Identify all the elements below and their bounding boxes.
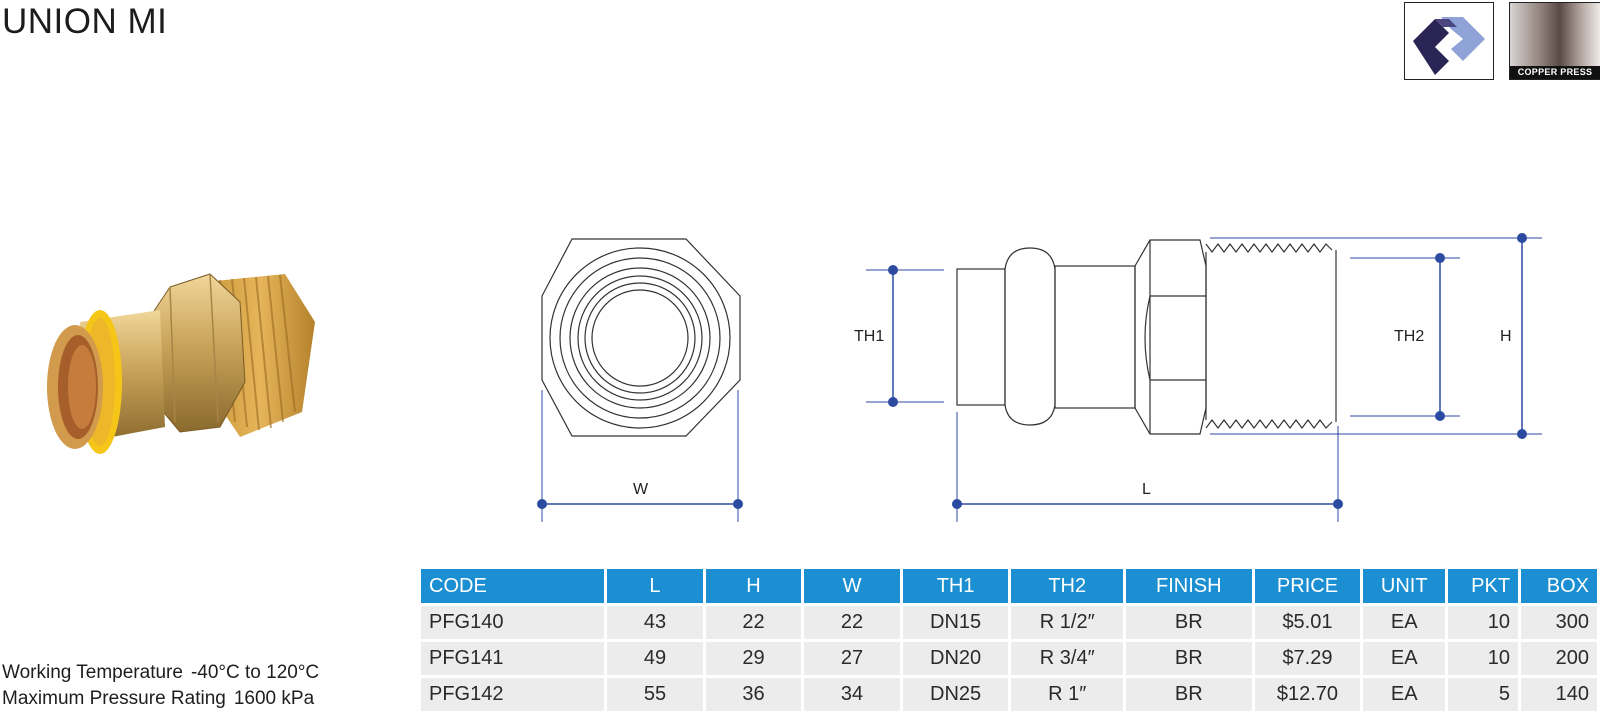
th1-dimension [866,265,944,407]
cell-h: 29 [705,642,802,675]
copper-press-photo [1510,3,1600,69]
cell-price: $7.29 [1254,642,1361,675]
col-header-th1: TH1 [902,569,1009,603]
cell-pkt: 10 [1448,642,1519,675]
cell-w: 22 [804,606,900,639]
l-dimension [952,412,1343,522]
cell-pkt: 10 [1448,606,1519,639]
cell-unit: EA [1363,606,1446,639]
cell-code: PFG142 [421,678,605,711]
page-title: UNION MI [2,2,168,41]
product-photo [47,273,315,454]
col-header-code: CODE [421,569,605,603]
w-dimension [537,390,743,522]
cell-th1: DN15 [902,606,1009,639]
pressure-value: 1600 kPa [233,688,315,709]
working-temp-label: Working Temperature [2,662,183,683]
cell-box: 200 [1521,642,1597,675]
cell-w: 34 [804,678,900,711]
col-header-th2: TH2 [1011,569,1123,603]
table-row: PFG140 43 22 22 DN15 R 1/2″ BR $5.01 EA … [421,606,1597,639]
cell-unit: EA [1363,678,1446,711]
col-header-w: W [804,569,900,603]
cell-pkt: 5 [1448,678,1519,711]
cell-finish: BR [1125,642,1252,675]
col-header-l: L [607,569,703,603]
brand-logo [1404,2,1494,80]
cell-box: 300 [1521,606,1597,639]
th1-label: TH1 [854,328,884,345]
l-label: L [1142,481,1151,498]
table-row: PFG141 49 29 27 DN20 R 3/4″ BR $7.29 EA … [421,642,1597,675]
col-header-finish: FINISH [1125,569,1252,603]
cell-code: PFG140 [421,606,605,639]
side-view [956,239,1337,435]
product-table: CODE L H W TH1 TH2 FINISH PRICE UNIT PKT… [418,566,1600,714]
col-header-pkt: PKT [1448,569,1519,603]
cell-l: 43 [607,606,703,639]
h-label: H [1500,328,1512,345]
cell-th2: R 3/4″ [1011,642,1123,675]
spec-block: Working Temperature -40°C to 120°C Maximu… [2,660,319,712]
col-header-price: PRICE [1254,569,1361,603]
cell-th1: DN25 [902,678,1009,711]
pressure-rating: Maximum Pressure Rating 1600 kPa [2,686,319,712]
h-dimension [1210,233,1542,439]
w-label: W [633,481,649,498]
table-header-row: CODE L H W TH1 TH2 FINISH PRICE UNIT PKT… [421,569,1597,603]
cell-h: 22 [705,606,802,639]
cell-l: 49 [607,642,703,675]
col-header-box: BOX [1521,569,1597,603]
cell-price: $12.70 [1254,678,1361,711]
cell-l: 55 [607,678,703,711]
cell-th1: DN20 [902,642,1009,675]
working-temperature: Working Temperature -40°C to 120°C [2,660,319,686]
socket-end [47,325,103,449]
copper-press-label: COPPER PRESS [1510,66,1600,79]
cell-finish: BR [1125,678,1252,711]
th2-label: TH2 [1394,328,1424,345]
end-view [541,238,741,437]
cell-th2: R 1/2″ [1011,606,1123,639]
cell-th2: R 1″ [1011,678,1123,711]
working-temp-value: -40°C to 120°C [190,662,320,683]
pressure-label: Maximum Pressure Rating [2,688,226,709]
cell-box: 140 [1521,678,1597,711]
cell-code: PFG141 [421,642,605,675]
technical-drawing: W TH1 L TH2 [537,233,1542,522]
hex-nut [149,273,246,433]
col-header-unit: UNIT [1363,569,1446,603]
col-header-h: H [705,569,802,603]
copper-press-badge: COPPER PRESS [1509,2,1600,80]
brand-logo-icon [1413,17,1485,75]
cell-h: 36 [705,678,802,711]
cell-finish: BR [1125,606,1252,639]
cell-unit: EA [1363,642,1446,675]
cell-price: $5.01 [1254,606,1361,639]
th2-dimension [1350,253,1460,421]
cell-w: 27 [804,642,900,675]
table-row: PFG142 55 36 34 DN25 R 1″ BR $12.70 EA 5… [421,678,1597,711]
